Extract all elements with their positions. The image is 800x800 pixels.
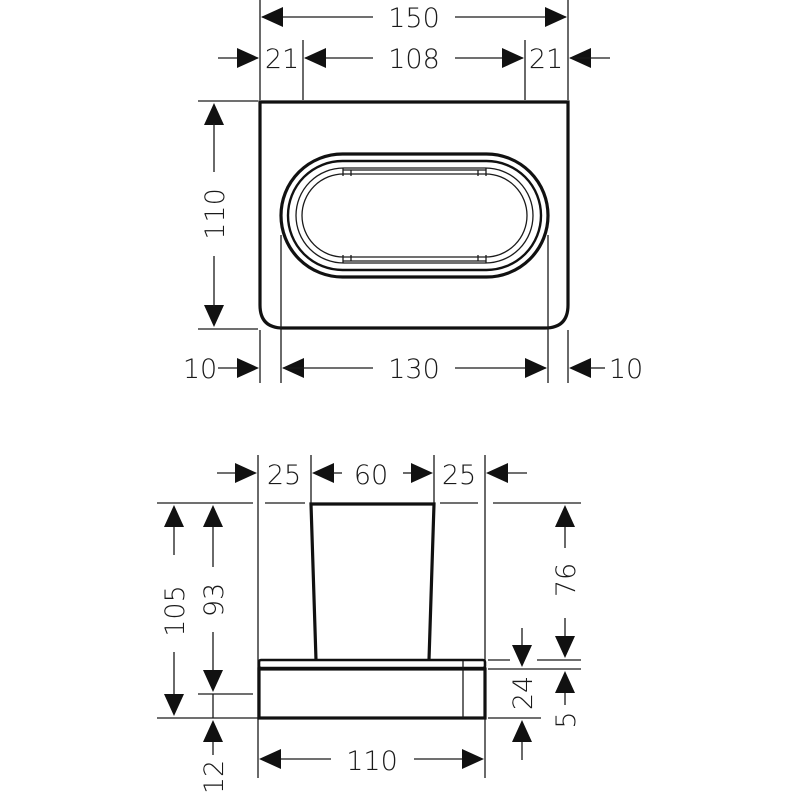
dim-wall-offset: 12 <box>199 694 230 794</box>
label-25-left: 25 <box>267 460 301 491</box>
label-60: 60 <box>354 460 388 491</box>
label-105: 105 <box>160 585 191 637</box>
label-10-right: 10 <box>609 354 643 385</box>
dim-base-height: 24 <box>508 628 539 760</box>
dim-bottom-width: 10 130 10 <box>183 354 643 385</box>
dim-overall-width: 150 <box>261 3 567 34</box>
label-12: 12 <box>199 760 230 794</box>
label-25-right: 25 <box>442 460 476 491</box>
label-5: 5 <box>551 711 582 728</box>
dim-total-height: 105 <box>160 505 191 716</box>
top-view: 150 21 108 21 <box>183 0 643 385</box>
dim-height: 110 <box>198 100 258 330</box>
label-110-height: 110 <box>200 188 231 240</box>
plate-outline <box>258 100 570 330</box>
dim-inner-width: 21 108 21 <box>218 44 610 75</box>
label-108: 108 <box>388 44 440 75</box>
label-24: 24 <box>508 676 539 710</box>
tumbler <box>309 502 436 661</box>
label-93: 93 <box>199 583 230 617</box>
dim-cup-from-base: 93 <box>199 505 230 692</box>
label-76: 76 <box>551 563 582 597</box>
label-110-base: 110 <box>346 746 398 777</box>
dim-base-width: 110 <box>259 746 484 777</box>
label-10-left: 10 <box>183 354 217 385</box>
label-21-left: 21 <box>265 44 299 75</box>
side-view: 25 60 25 105 <box>157 455 582 794</box>
label-150: 150 <box>388 3 440 34</box>
dim-shelf-thickness: 5 <box>551 671 582 729</box>
label-130: 130 <box>388 354 440 385</box>
dim-cup-height: 76 <box>551 505 582 658</box>
label-21-right: 21 <box>529 44 563 75</box>
base-block <box>257 667 487 720</box>
dim-cup-width: 25 60 25 <box>217 460 527 491</box>
shelf-lip <box>257 658 487 670</box>
oval-holder <box>279 152 550 279</box>
